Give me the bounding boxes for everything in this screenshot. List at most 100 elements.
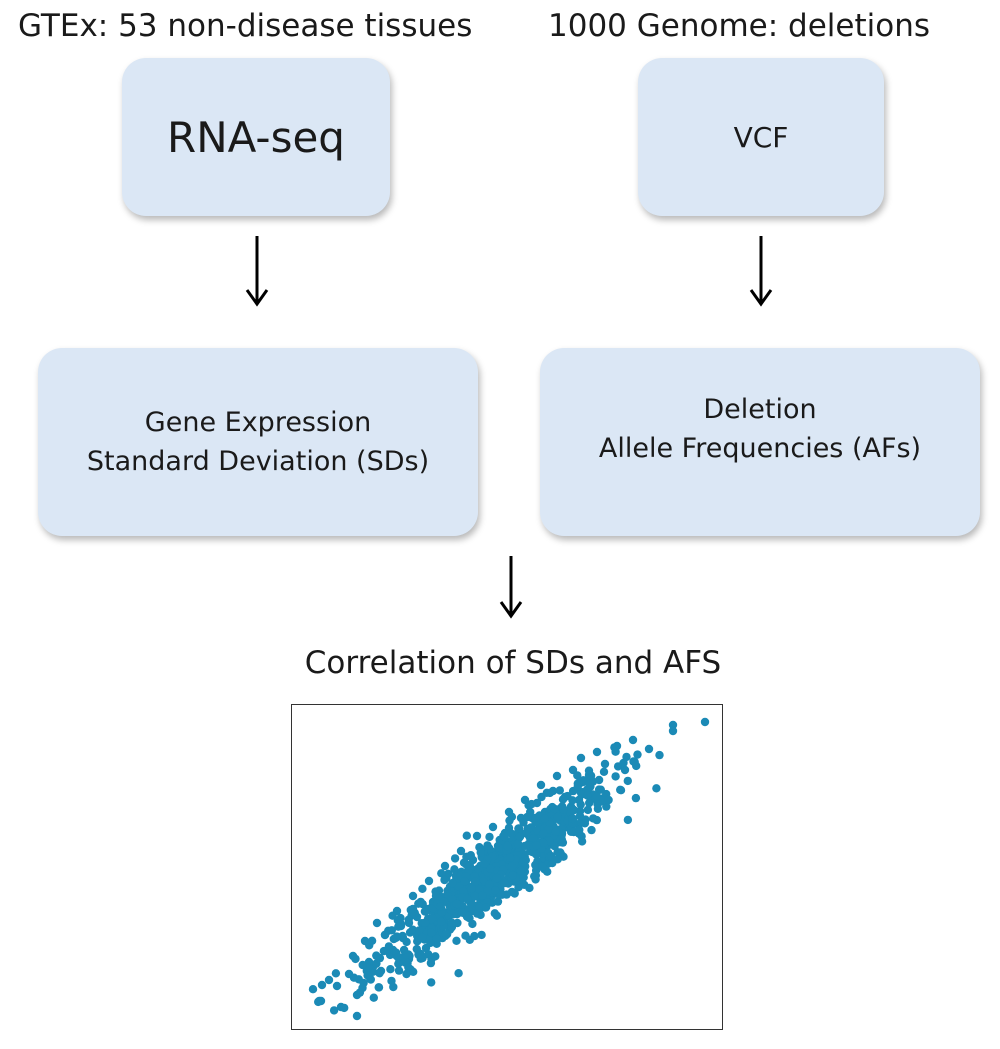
scatter-point bbox=[644, 744, 654, 754]
scatter-point bbox=[462, 831, 471, 840]
scatter-point bbox=[593, 804, 603, 813]
scatter-point bbox=[420, 918, 430, 927]
gene-expression-line-2: Standard Deviation (SDs) bbox=[86, 446, 430, 477]
scatter-point bbox=[418, 933, 427, 942]
scatter-point bbox=[329, 1006, 339, 1015]
scatter-point bbox=[628, 735, 638, 745]
scatter-point bbox=[415, 926, 424, 935]
scatter-point bbox=[507, 812, 517, 821]
scatter-point bbox=[558, 838, 568, 847]
scatter-point bbox=[493, 897, 503, 906]
scatter-point bbox=[508, 871, 517, 880]
scatter-point bbox=[550, 842, 559, 851]
scatter-point bbox=[575, 825, 584, 835]
scatter-point bbox=[536, 780, 546, 790]
correlation-title: Correlation of SDs and AFS bbox=[304, 645, 722, 681]
scatter-point bbox=[387, 926, 396, 935]
scatter-point bbox=[332, 981, 342, 991]
scatter-point bbox=[393, 953, 403, 962]
scatter-point bbox=[573, 771, 582, 780]
scatter-point bbox=[386, 965, 395, 974]
gene-expression-line-1: Gene Expression bbox=[144, 406, 372, 438]
scatter-point bbox=[420, 907, 430, 916]
scatter-point bbox=[599, 767, 609, 776]
scatter-point bbox=[486, 864, 495, 873]
scatter-point bbox=[408, 891, 418, 901]
scatter-point bbox=[428, 914, 437, 923]
scatter-point bbox=[594, 775, 604, 785]
scatter-point bbox=[474, 864, 483, 873]
scatter-point bbox=[477, 930, 486, 940]
scatter-point bbox=[352, 1011, 362, 1021]
scatter-point bbox=[492, 911, 502, 920]
scatter-point bbox=[604, 795, 613, 805]
scatter-point bbox=[600, 759, 610, 769]
scatter-point bbox=[491, 886, 500, 895]
scatter-point bbox=[633, 750, 642, 759]
scatter-point bbox=[340, 1003, 349, 1013]
scatter-point bbox=[631, 793, 641, 803]
down-arrow-icon bbox=[499, 556, 523, 619]
scatter-point bbox=[551, 827, 560, 836]
scatter-point bbox=[611, 772, 620, 781]
vcf-label: VCF bbox=[733, 120, 789, 154]
scatter-point bbox=[394, 959, 403, 968]
scatter-point bbox=[531, 871, 541, 880]
scatter-point bbox=[426, 958, 436, 968]
scatter-point bbox=[355, 988, 365, 997]
scatter-point bbox=[437, 869, 446, 878]
scatter-point bbox=[539, 829, 548, 838]
scatter-points bbox=[308, 717, 710, 1021]
scatter-point bbox=[529, 834, 538, 843]
scatter-point bbox=[415, 951, 425, 961]
scatter-point bbox=[372, 951, 381, 960]
scatter-point bbox=[623, 815, 633, 825]
scatter-point bbox=[440, 875, 449, 885]
scatter-point bbox=[448, 878, 457, 888]
rna-seq-box: RNA-seq bbox=[122, 58, 390, 216]
scatter-point bbox=[379, 946, 389, 956]
scatter-point bbox=[358, 960, 367, 970]
scatter-point bbox=[655, 750, 664, 760]
scatter-point bbox=[418, 884, 427, 893]
scatter-point bbox=[531, 850, 541, 859]
scatter-point bbox=[505, 853, 515, 862]
scatter-point bbox=[503, 841, 512, 851]
scatter-point bbox=[412, 944, 421, 954]
scatter-point bbox=[399, 945, 409, 955]
deletion-af-box: Deletion Allele Frequencies (AFs) bbox=[540, 348, 980, 536]
scatter-point bbox=[532, 841, 541, 850]
scatter-point bbox=[555, 786, 564, 795]
scatter-point bbox=[527, 799, 536, 809]
scatter-point bbox=[450, 865, 459, 874]
scatter-point bbox=[375, 969, 384, 978]
scatter-point bbox=[514, 824, 524, 833]
scatter-point bbox=[359, 978, 368, 988]
scatter-point bbox=[525, 883, 534, 893]
scatter-point bbox=[452, 936, 461, 945]
scatter-point bbox=[479, 859, 489, 868]
scatter-point bbox=[427, 978, 436, 987]
scatter-point bbox=[374, 983, 383, 992]
scatter-point bbox=[513, 839, 523, 849]
scatter-point bbox=[587, 825, 596, 835]
scatter-point bbox=[394, 966, 404, 975]
scatter-point bbox=[324, 975, 334, 985]
down-arrow-icon bbox=[245, 236, 269, 307]
scatter-point bbox=[367, 936, 377, 945]
gene-expression-sd-box: Gene Expression Standard Deviation (SDs) bbox=[38, 348, 478, 536]
scatter-point bbox=[515, 832, 525, 841]
scatter-point bbox=[473, 909, 482, 918]
scatter-point bbox=[506, 828, 515, 838]
deletion-line-2: Allele Frequencies (AFs) bbox=[598, 433, 922, 464]
scatter-point bbox=[369, 993, 378, 1002]
scatter-point bbox=[424, 876, 434, 886]
gtex-source-label: GTEx: 53 non-disease tissues bbox=[18, 8, 473, 44]
scatter-point bbox=[539, 838, 548, 847]
scatter-point bbox=[462, 852, 471, 861]
scatter-point bbox=[478, 891, 487, 900]
scatter-point bbox=[531, 813, 540, 822]
scatter-point bbox=[540, 814, 549, 823]
scatter-point bbox=[351, 954, 360, 964]
scatter-point bbox=[454, 969, 463, 978]
